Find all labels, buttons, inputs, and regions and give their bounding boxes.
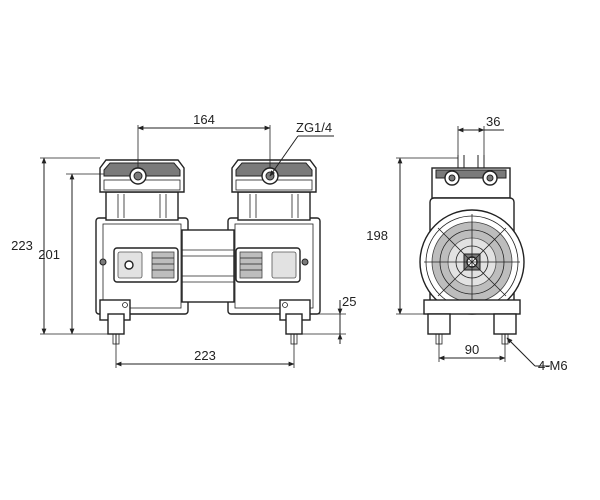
dim-base-width: 223 [194, 348, 216, 363]
dimension-164: 164 [137, 112, 271, 168]
dim-side-top-width: 36 [486, 114, 500, 129]
front-view [95, 159, 321, 345]
dimension-90: 90 [438, 342, 506, 362]
dimension-25: 25 [302, 294, 356, 344]
side-view [419, 155, 525, 345]
dimension-4m6: 4-M6 [506, 337, 568, 373]
dimension-198: 198 [366, 157, 458, 315]
center-body [181, 229, 235, 303]
dimension-201: 201 [38, 173, 104, 335]
dim-height-overall: 223 [11, 238, 33, 253]
dim-height-side: 198 [366, 228, 388, 243]
dim-side-base-width: 90 [465, 342, 479, 357]
dimension-port: ZG1/4 [269, 120, 334, 177]
dim-foot-height: 25 [342, 294, 356, 309]
dim-height-body: 201 [38, 247, 60, 262]
dimension-36: 36 [457, 114, 504, 155]
dim-mount-holes: 4-M6 [538, 358, 568, 373]
dimension-223-base: 223 [115, 344, 295, 368]
left-cylinder-head [99, 159, 185, 221]
dimension-223-height: 223 [11, 157, 108, 335]
dim-port-thread: ZG1/4 [296, 120, 332, 135]
right-cylinder-head [231, 159, 317, 221]
dim-top-width: 164 [193, 112, 215, 127]
